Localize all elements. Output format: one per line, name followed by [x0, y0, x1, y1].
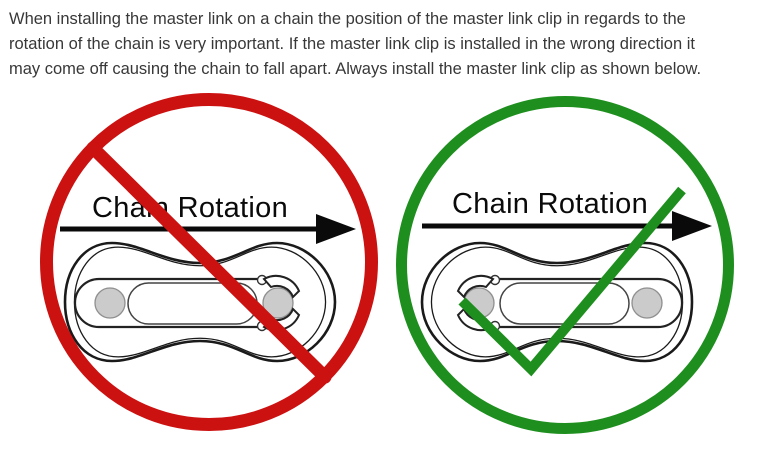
chain-rotation-label-correct: Chain Rotation [452, 188, 648, 220]
wrong-installation-diagram: Chain Rotation [40, 93, 378, 431]
correct-installation-diagram: Chain Rotation [396, 96, 734, 434]
intro-paragraph: When installing the master link on a cha… [9, 7, 701, 82]
approval-circle [396, 96, 734, 434]
intro-line-1: When installing the master link on a cha… [9, 10, 686, 28]
intro-line-3: may come off causing the chain to fall a… [9, 60, 702, 78]
chain-rotation-label-wrong: Chain Rotation [92, 192, 288, 224]
chain-rotation-arrow-correct [422, 211, 712, 241]
arrow-head [316, 214, 356, 244]
intro-line-2: rotation of the chain is very important.… [9, 35, 695, 53]
prohibition-slash [86, 141, 332, 384]
checkmark-icon [458, 186, 686, 377]
chain-rotation-arrow-wrong [60, 214, 356, 244]
master-link-figure: Chain Rotation Chain Rotation [40, 93, 734, 434]
arrow-head [672, 211, 712, 241]
prohibition-icon [40, 93, 378, 431]
prohibition-circle [40, 93, 378, 431]
